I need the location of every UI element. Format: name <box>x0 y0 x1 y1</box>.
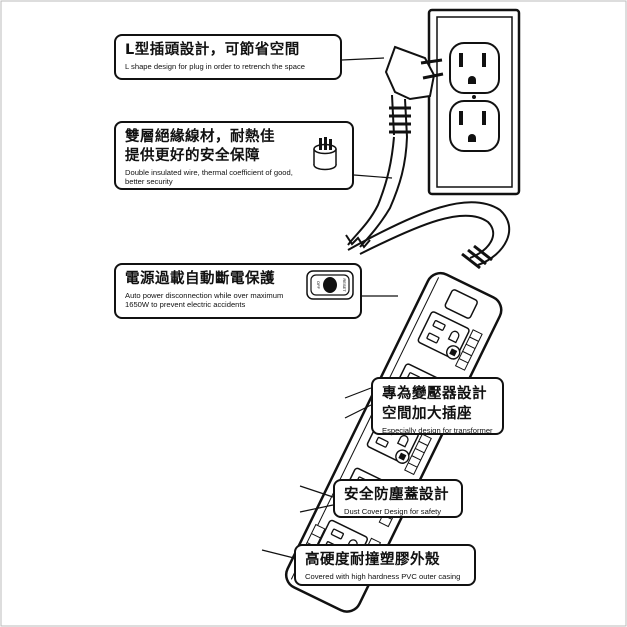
callout-caption: Covered with high hardness PVC outer cas… <box>305 572 461 581</box>
breaker-switch-icon: OFF RESET <box>306 270 354 300</box>
callout-title: 電源過載自動斷電保護 <box>125 271 275 287</box>
leader-lines <box>261 57 398 559</box>
breaker-reset-label: RESET <box>342 278 347 292</box>
callout-title: L型插頭設計，可節省空間 <box>125 42 300 58</box>
callout-title-line-1: 專為變壓器設計 <box>382 386 487 402</box>
callout-transformer-socket: 專為變壓器設計 空間加大插座 Especially design for tra… <box>371 377 504 435</box>
wall-socket-plate <box>427 8 521 196</box>
power-cord <box>345 136 511 266</box>
callout-caption: Especially design for transformer <box>382 426 493 435</box>
breaker-off-label: OFF <box>316 281 321 290</box>
wire-cross-section-icon <box>313 137 337 171</box>
callout-title-line-1: 雙層絕緣線材，耐熱佳 <box>125 129 275 145</box>
callout-caption-line-1: Double insulated wire, thermal coefficie… <box>125 168 293 177</box>
callout-l-shape-plug: L型插頭設計，可節省空間 L shape design for plug in … <box>114 34 342 80</box>
l-shape-plug <box>384 45 444 138</box>
callout-caption-line-1: Auto power disconnection while over maxi… <box>125 291 284 300</box>
callout-caption: Dust Cover Design for safety <box>344 507 442 516</box>
callout-pvc-casing: 高硬度耐撞塑膠外殼 Covered with high hardness PVC… <box>294 544 476 586</box>
callout-title: 高硬度耐撞塑膠外殼 <box>305 552 440 568</box>
cord-strain-relief <box>461 244 493 270</box>
callout-caption-line-2: better security <box>125 177 173 186</box>
callout-caption-line-2: 1650W to prevent electric accidents <box>125 300 246 309</box>
callout-title: 安全防塵蓋設計 <box>344 487 449 503</box>
callout-double-insulated-wire: 雙層絕緣線材，耐熱佳 提供更好的安全保障 Double insulated wi… <box>114 121 354 190</box>
callout-title-line-2: 提供更好的安全保障 <box>125 148 260 164</box>
callout-overload-protection: 電源過載自動斷電保護 Auto power disconnection whil… <box>114 263 362 319</box>
callout-caption: L shape design for plug in order to retr… <box>125 62 305 71</box>
callout-dust-cover: 安全防塵蓋設計 Dust Cover Design for safety <box>333 479 463 518</box>
callout-title-line-2: 空間加大插座 <box>382 406 472 422</box>
